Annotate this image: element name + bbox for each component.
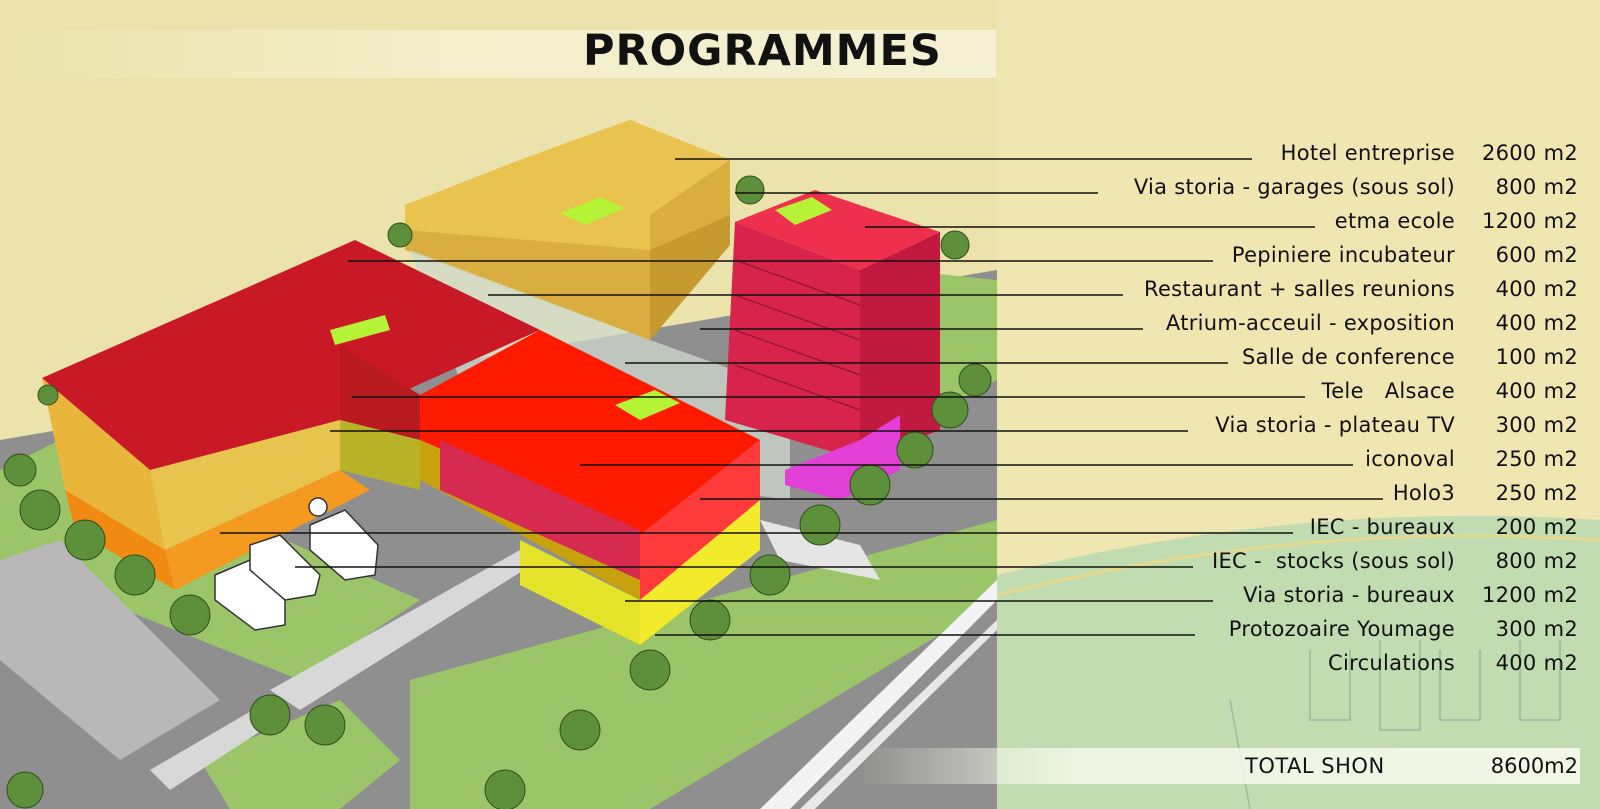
programme-label: iconoval	[1365, 447, 1455, 471]
page-title: PROGRAMMES	[583, 26, 942, 76]
programme-area: 400 m2	[1495, 651, 1578, 675]
total-band	[860, 748, 1580, 784]
programme-label: Holo3	[1392, 481, 1455, 505]
programme-label: Restaurant + salles reunions	[1144, 277, 1455, 301]
programme-label: Protozoaire Youmage	[1228, 617, 1455, 641]
title-band	[0, 30, 996, 78]
programme-label: IEC - stocks (sous sol)	[1212, 549, 1455, 573]
broadcast-trucks	[214, 497, 379, 631]
etma-tower-block	[725, 190, 940, 500]
programme-area: 1200 m2	[1481, 209, 1578, 233]
programme-area: 300 m2	[1495, 413, 1578, 437]
hotel-entreprise-block	[405, 120, 730, 340]
total-label: TOTAL SHON	[1245, 754, 1385, 778]
programme-area: 2600 m2	[1481, 141, 1578, 165]
leader-lines	[220, 158, 1383, 636]
programme-label: IEC - bureaux	[1309, 515, 1455, 539]
programme-label: Via storia - bureaux	[1243, 583, 1455, 607]
map-road-line	[996, 534, 1600, 597]
programme-area: 250 m2	[1495, 481, 1578, 505]
programme-label: Tele Alsace	[1321, 379, 1455, 403]
programme-area: 100 m2	[1495, 345, 1578, 369]
programme-area: 400 m2	[1495, 277, 1578, 301]
programme-area: 800 m2	[1495, 175, 1578, 199]
programme-area: 600 m2	[1495, 243, 1578, 267]
tele-alsace-red-block	[340, 330, 760, 645]
total-value: 8600m2	[1490, 754, 1578, 778]
programme-label: Salle de conference	[1242, 345, 1455, 369]
programme-area: 200 m2	[1495, 515, 1578, 539]
programme-area: 400 m2	[1495, 311, 1578, 335]
programme-label: etma ecole	[1334, 209, 1455, 233]
trees	[3, 175, 992, 809]
programme-area: 300 m2	[1495, 617, 1578, 641]
programme-label: Via storia - plateau TV	[1215, 413, 1455, 437]
programme-area: 250 m2	[1495, 447, 1578, 471]
programme-label: Pepiniere incubateur	[1231, 243, 1455, 267]
programme-area: 400 m2	[1495, 379, 1578, 403]
programme-label: Hotel entreprise	[1280, 141, 1455, 165]
programme-area: 1200 m2	[1481, 583, 1578, 607]
green-map-area	[997, 515, 1600, 809]
programme-area: 800 m2	[1495, 549, 1578, 573]
programme-label: Atrium-acceuil - exposition	[1165, 311, 1455, 335]
programme-label: Circulations	[1328, 651, 1455, 675]
programme-label: Via storia - garages (sous sol)	[1133, 175, 1455, 199]
